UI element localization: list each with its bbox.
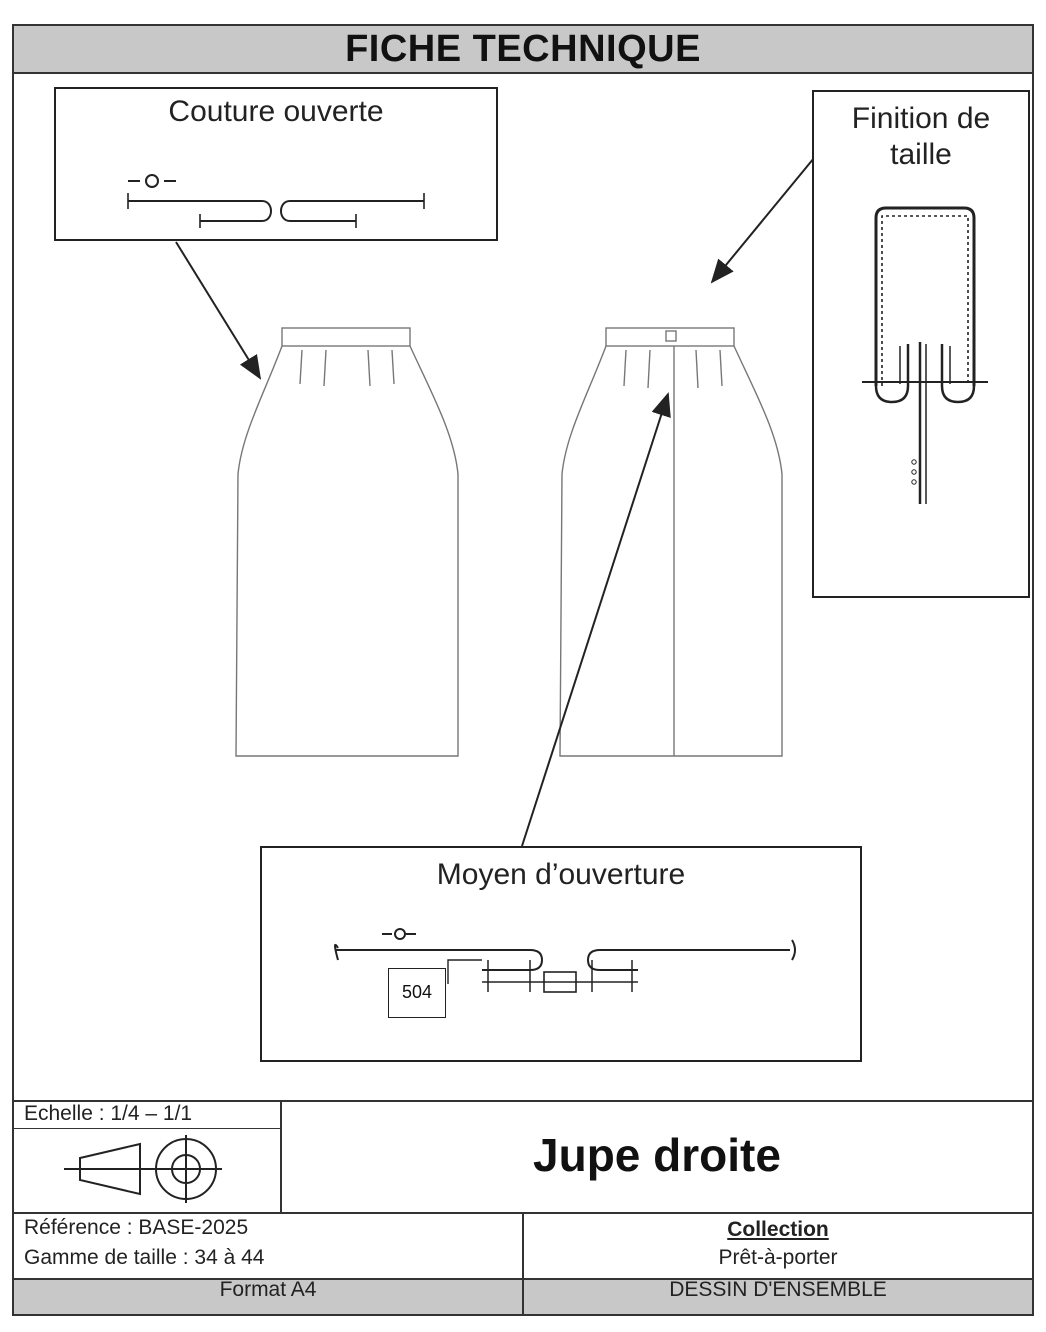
leader-arrow-moyen (521, 392, 671, 847)
stitch-code-box: 504 (388, 968, 446, 1018)
waistband-finish-diagram (862, 206, 988, 504)
garment-name-cell: Jupe droite (282, 1102, 1032, 1212)
collection-label: Collection (727, 1218, 829, 1241)
title-block: Echelle : 1/4 – 1/1 Jupe droite Référenc… (14, 1100, 1032, 1316)
reference-cell: Référence : BASE-2025 Gamme de taille : … (14, 1214, 524, 1278)
reference-label: Référence : BASE-2025 (24, 1216, 249, 1239)
callout-couture-title: Couture ouverte (168, 95, 384, 128)
leader-arrow-couture (175, 241, 262, 380)
scale-label: Echelle : 1/4 – 1/1 (24, 1102, 193, 1125)
format-label: Format A4 (219, 1278, 317, 1301)
callout-finition-taille: Finition de taille (812, 90, 1030, 598)
format-cell: Format A4 (14, 1278, 524, 1316)
size-range-label: Gamme de taille : 34 à 44 (24, 1246, 265, 1269)
open-seam-diagram (127, 174, 425, 228)
garment-name: Jupe droite (533, 1129, 781, 1181)
drawing-area (175, 157, 815, 847)
skirt-back-waistband (605, 327, 735, 347)
leader-arrow-finition (710, 157, 815, 284)
collection-value: Prêt-à-porter (718, 1246, 838, 1269)
drawing-type-cell: DESSIN D'ENSEMBLE (524, 1278, 1032, 1316)
scale-cell: Echelle : 1/4 – 1/1 (14, 1102, 282, 1212)
skirt-back-sketch (559, 327, 783, 757)
sheet-title: FICHE TECHNIQUE (14, 26, 1032, 74)
closure-diagram (334, 928, 796, 993)
skirt-back-button (665, 330, 677, 342)
collection-cell: Collection Prêt-à-porter (524, 1214, 1032, 1278)
skirt-front-sketch (235, 327, 459, 757)
third-angle-projection-icon (64, 1135, 222, 1203)
callout-moyen-title: Moyen d’ouverture (436, 858, 686, 891)
callout-moyen-ouverture: Moyen d’ouverture 504 (260, 846, 862, 1062)
callout-finition-title-line2: taille (890, 138, 952, 171)
callout-couture-ouverte: Couture ouverte (54, 87, 498, 241)
skirt-front-waistband (281, 327, 411, 347)
callout-finition-title-line1: Finition de (851, 102, 991, 135)
technical-sheet: FICHE TECHNIQUE (12, 24, 1034, 1316)
drawing-type-label: DESSIN D'ENSEMBLE (669, 1278, 887, 1301)
